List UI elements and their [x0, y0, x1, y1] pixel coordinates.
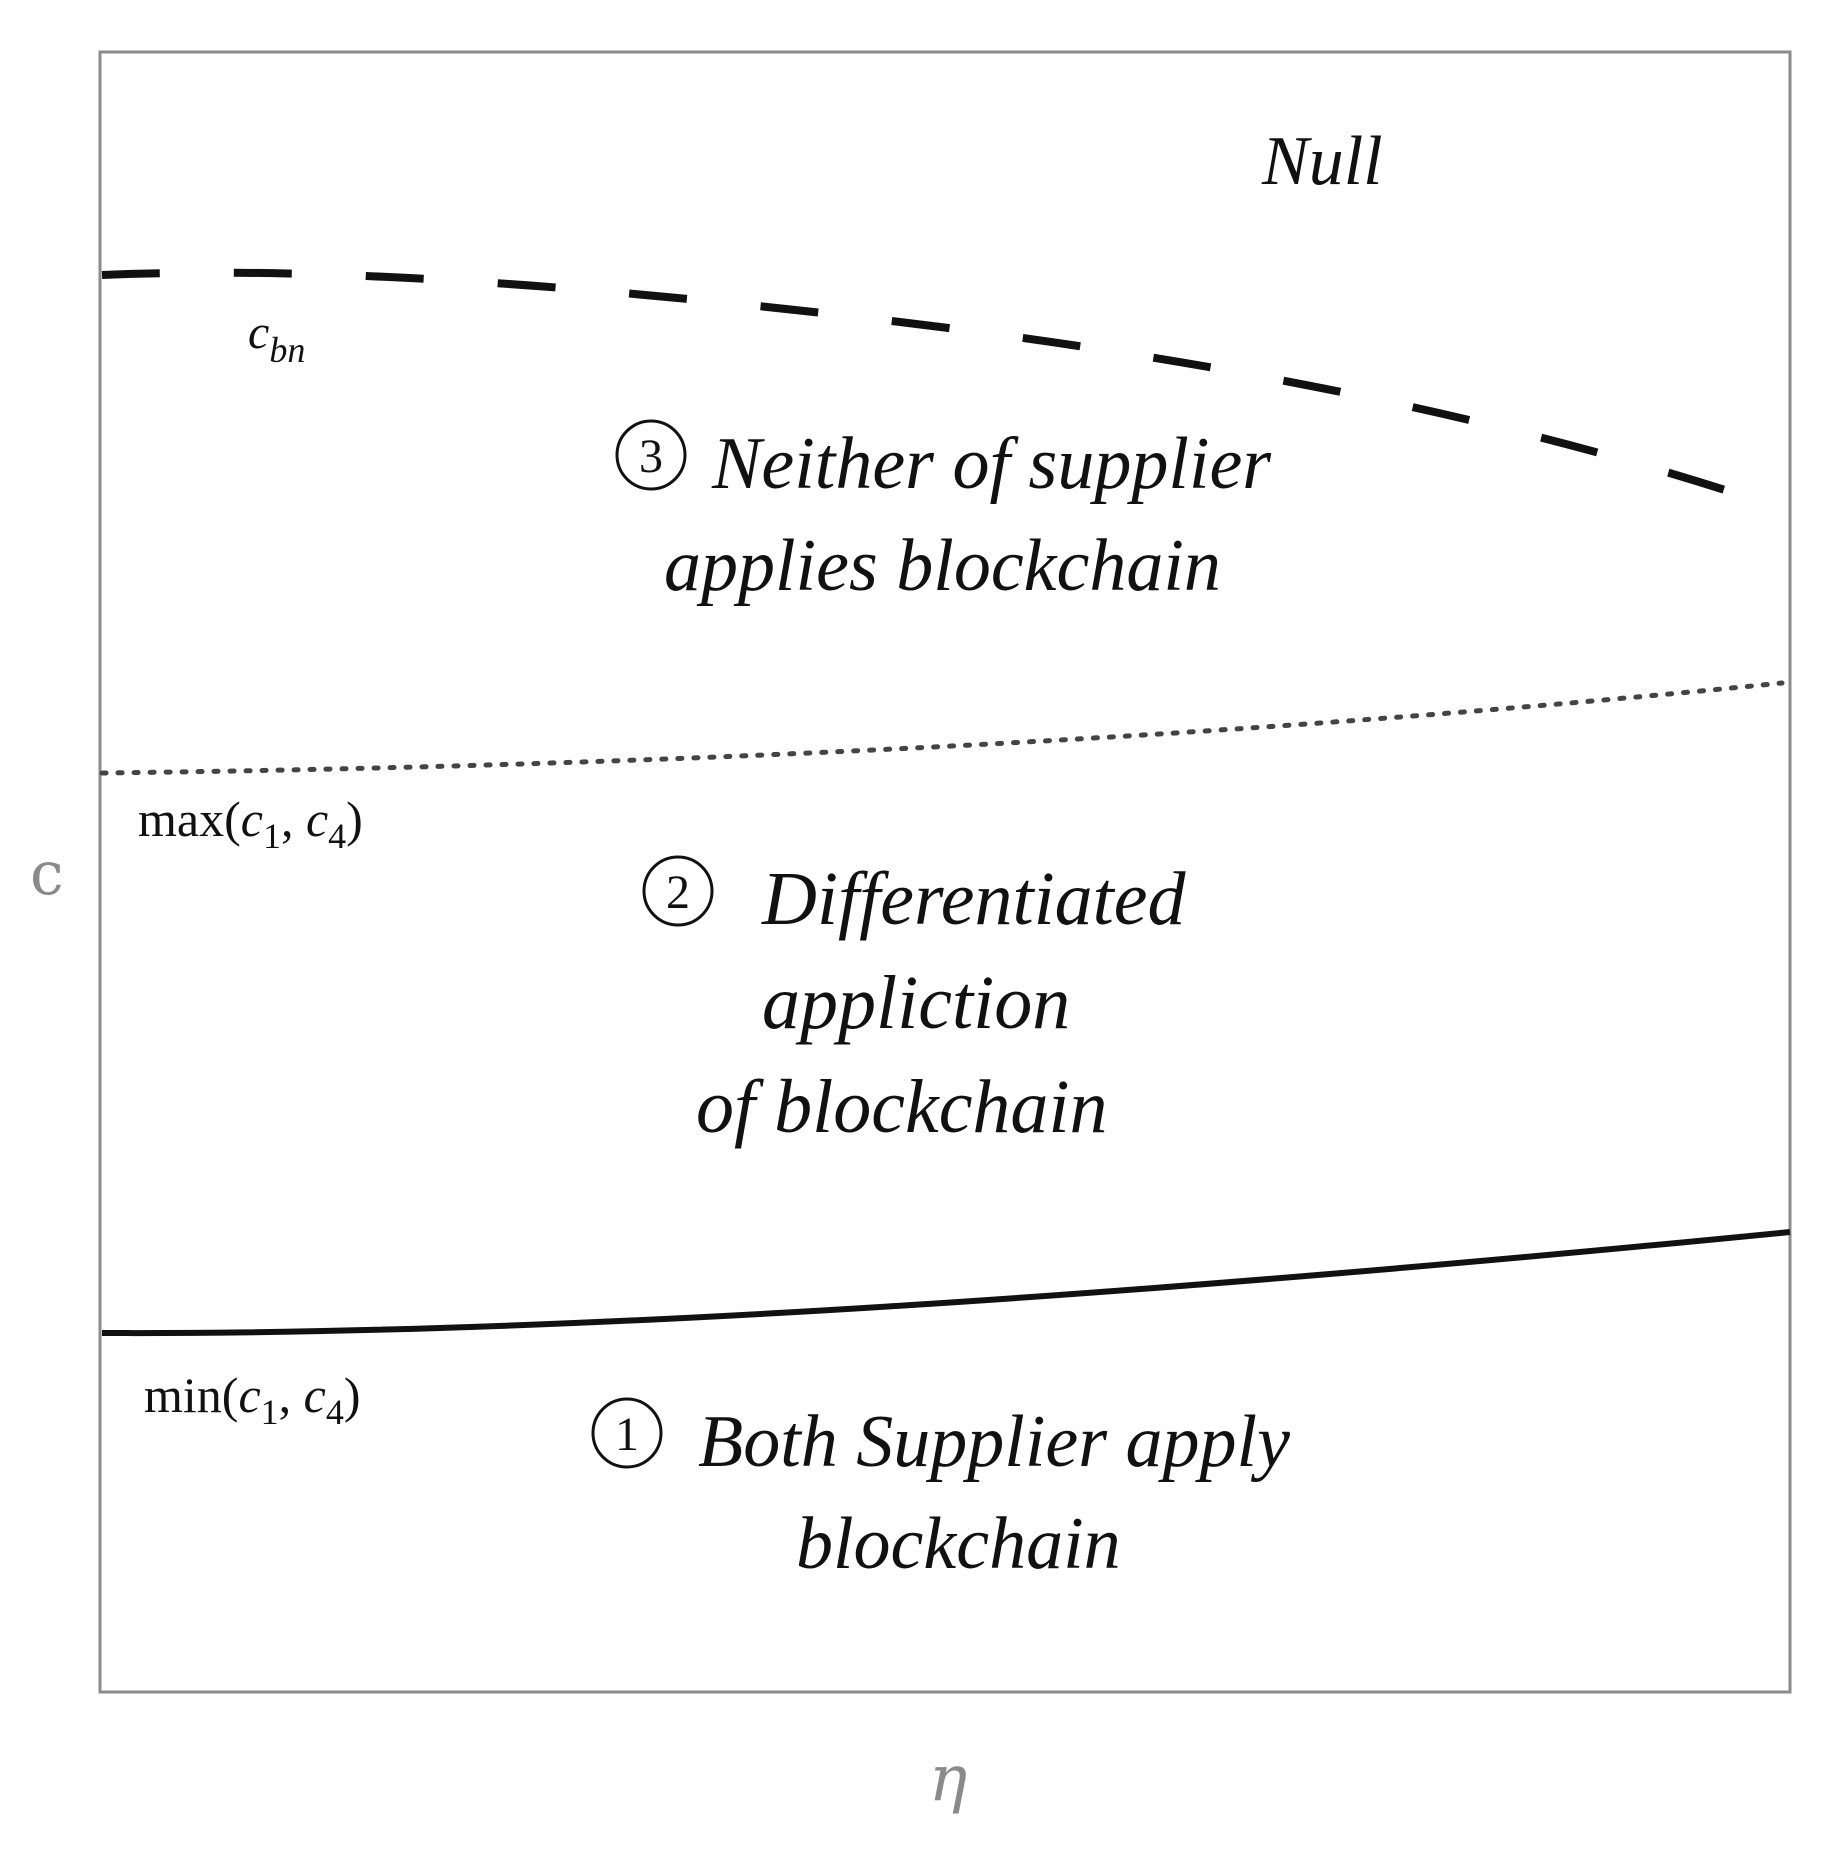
region-1-label-line2: blockchain: [796, 1503, 1121, 1585]
curve-label-max: max(c1, c4): [138, 791, 363, 856]
y-axis-label: c: [30, 839, 64, 909]
region-2-marker: 2: [642, 855, 714, 927]
region-3-marker: 3: [615, 419, 687, 491]
region-1-label-line1: Both Supplier apply: [698, 1401, 1290, 1483]
region-3-label-line1: Neither of supplier: [711, 423, 1272, 505]
curve-label-cbn: cbn: [248, 306, 305, 370]
curve-label-min: min(c1, c4): [144, 1367, 361, 1432]
boundary-curve-cbn: [101, 268, 1764, 506]
region-2-label-line1: Differentiated: [761, 857, 1187, 941]
svg-text:3: 3: [639, 430, 663, 483]
boundary-curve-min: [101, 1229, 1791, 1337]
region-null-label: Null: [1261, 123, 1383, 200]
svg-text:2: 2: [666, 866, 690, 919]
region-2-label-line3: of blockchain: [696, 1065, 1108, 1149]
region-3-label-line2: applies blockchain: [664, 525, 1221, 607]
boundary-curve-max: [99, 680, 1785, 776]
region-2-label-line2: appliction: [762, 961, 1070, 1045]
region-1-marker: 1: [591, 1397, 663, 1469]
plot-frame: [98, 50, 1792, 1694]
svg-text:1: 1: [615, 1408, 639, 1461]
x-axis-label: η: [929, 1742, 967, 1816]
